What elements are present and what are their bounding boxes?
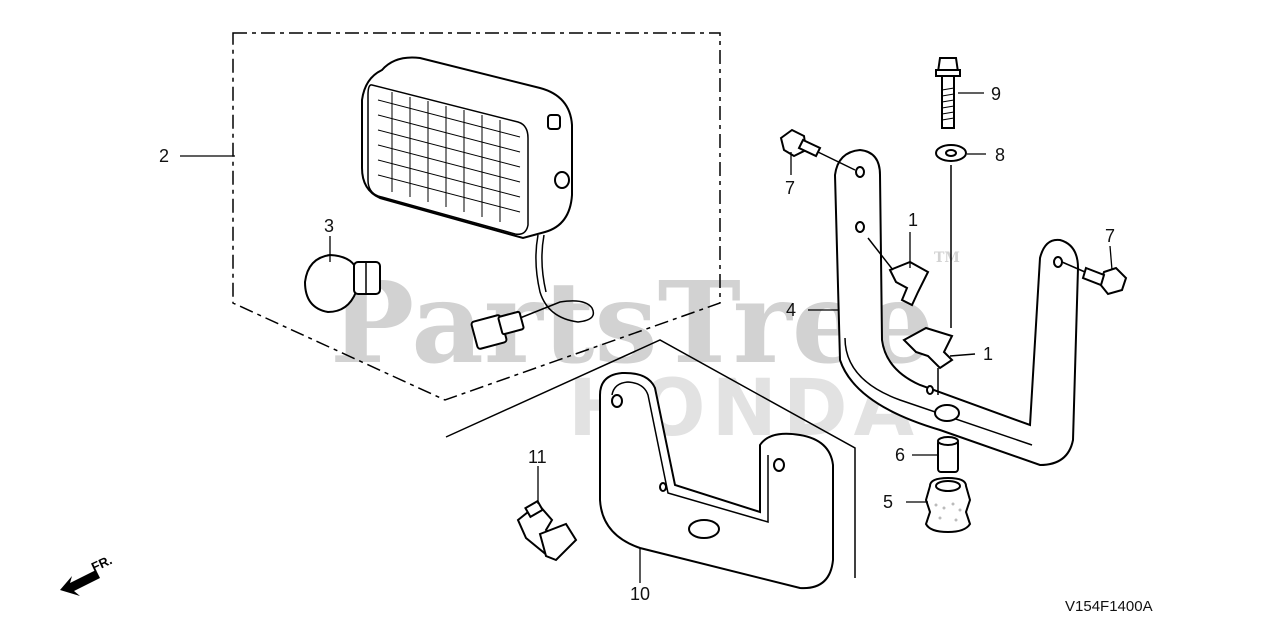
collar-6[interactable] xyxy=(937,436,959,473)
washer-8[interactable] xyxy=(935,144,967,162)
harness-clip-upper-b[interactable] xyxy=(902,326,976,370)
harness-clip-lower[interactable] xyxy=(516,499,578,562)
rubber-grommet-5[interactable] xyxy=(924,476,972,534)
callout-1b: 1 xyxy=(983,344,993,364)
callout-2: 2 xyxy=(159,146,169,166)
callout-11: 11 xyxy=(528,447,547,467)
upper-u-bracket[interactable] xyxy=(833,148,1080,467)
partstree-watermark-text: PartsTree xyxy=(330,258,934,389)
trademark-mark: TM xyxy=(934,250,960,266)
lower-mount-bracket[interactable] xyxy=(599,371,834,590)
bolt-9[interactable] xyxy=(935,57,961,129)
front-direction-label: FR. xyxy=(89,552,114,574)
bolt-7-right[interactable] xyxy=(1061,261,1128,296)
harness-clip-upper-a[interactable] xyxy=(867,237,930,307)
frame-edge xyxy=(445,339,856,578)
diagram-code: V154F1400A xyxy=(1065,598,1153,615)
bolt-7-left[interactable] xyxy=(779,128,856,171)
callout-5: 5 xyxy=(883,492,893,512)
callout-6: 6 xyxy=(895,445,905,465)
callout-10: 10 xyxy=(630,584,650,604)
leader-lines xyxy=(180,92,1113,583)
headlight-assembly[interactable] xyxy=(361,56,595,350)
headlight-assembly-boundary xyxy=(232,32,721,401)
callout-7a: 7 xyxy=(785,178,795,198)
callout-4: 4 xyxy=(786,300,796,320)
callout-9: 9 xyxy=(991,84,1001,104)
front-direction-arrow-icon: FR. xyxy=(60,552,114,596)
partstree-watermark: PartsTree TM xyxy=(330,250,960,389)
callout-3: 3 xyxy=(324,216,334,236)
callout-8: 8 xyxy=(995,145,1005,165)
headlight-bulb[interactable] xyxy=(303,253,381,314)
callout-labels: 1 1 2 3 4 5 6 7 7 8 9 10 11 xyxy=(159,84,1115,604)
callout-7b: 7 xyxy=(1105,226,1115,246)
callout-1a: 1 xyxy=(908,210,918,230)
